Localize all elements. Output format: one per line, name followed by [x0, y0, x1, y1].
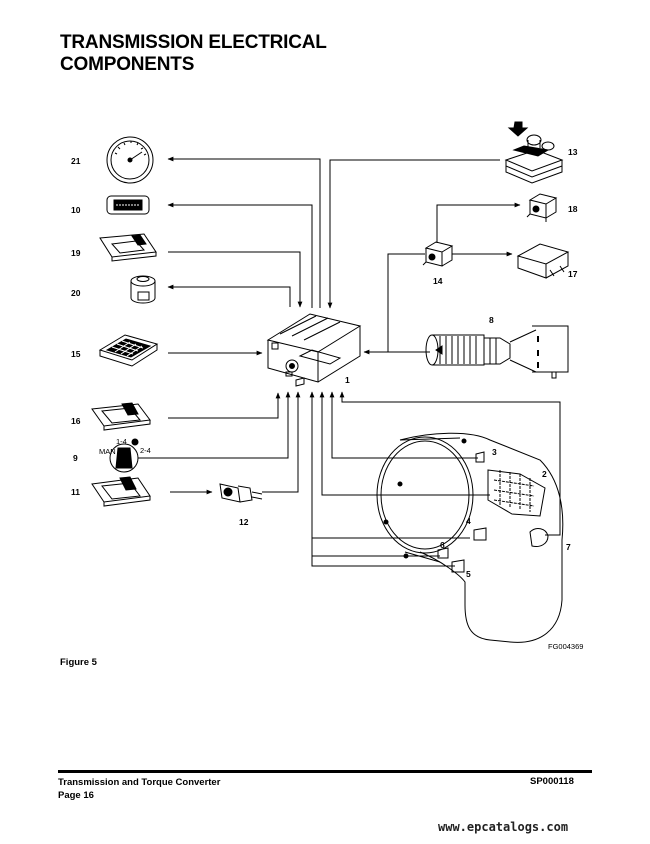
callout-16: 16	[71, 416, 81, 426]
watermark-url[interactable]: www.epcatalogs.com	[438, 820, 569, 834]
footer-divider	[58, 770, 592, 773]
wiring-lines	[138, 156, 561, 567]
title-line-2: COMPONENTS	[60, 54, 195, 75]
callout-10: 10	[71, 205, 81, 215]
figure-code: FG004369	[548, 642, 583, 651]
relay-14-icon	[422, 241, 454, 267]
shift-lever-assembly-icon	[504, 121, 564, 184]
callout-13: 13	[568, 147, 578, 157]
selector-mark-1-4: 1-4	[116, 437, 127, 446]
callout-6: 6	[440, 540, 445, 550]
control-box-17-icon	[516, 243, 570, 279]
footer-section-title: Transmission and Torque Converter	[58, 777, 221, 788]
keypad-module-icon	[98, 334, 159, 367]
callout-14: 14	[433, 276, 443, 286]
pressure-sensor-icon	[130, 275, 156, 304]
figure-caption: Figure 5	[60, 657, 97, 668]
callout-9: 9	[73, 453, 78, 463]
rocker-switch-icon	[99, 233, 157, 262]
accelerator-sensor-icon	[425, 325, 569, 379]
callout-21: 21	[71, 156, 81, 166]
transmission-control-unit-icon	[266, 313, 362, 387]
speedometer-gauge-icon	[106, 136, 154, 184]
callout-19: 19	[71, 248, 81, 258]
callout-18: 18	[568, 204, 578, 214]
page-title: TRANSMISSION ELECTRICAL COMPONENTS	[60, 32, 327, 76]
connector-plug-icon	[219, 483, 263, 503]
transmission-housing-icon	[376, 432, 564, 643]
title-line-1: TRANSMISSION ELECTRICAL	[60, 32, 327, 53]
toggle-switch-16-icon	[91, 402, 151, 431]
callout-2: 2	[542, 469, 547, 479]
footer-document-code: SP000118	[530, 776, 574, 787]
rotary-selector-switch-icon	[109, 438, 139, 473]
footer-page-number: Page 16	[58, 790, 94, 801]
callout-17: 17	[568, 269, 578, 279]
callout-4: 4	[466, 516, 471, 526]
footer-left: Transmission and Torque Converter Page 1…	[58, 776, 220, 802]
callout-15: 15	[71, 349, 81, 359]
toggle-switch-11-icon	[91, 476, 151, 507]
callout-11: 11	[71, 487, 80, 497]
callout-1: 1	[345, 375, 350, 385]
relay-18-icon	[526, 193, 558, 222]
callout-8: 8	[489, 315, 494, 325]
selector-mark-2-4: 2-4	[140, 446, 151, 455]
callout-3: 3	[492, 447, 497, 457]
callout-7: 7	[566, 542, 571, 552]
callout-5: 5	[466, 569, 471, 579]
callout-12: 12	[239, 517, 249, 527]
display-panel-icon	[106, 195, 150, 215]
selector-mark-man: MAN	[99, 447, 116, 456]
callout-20: 20	[71, 288, 81, 298]
